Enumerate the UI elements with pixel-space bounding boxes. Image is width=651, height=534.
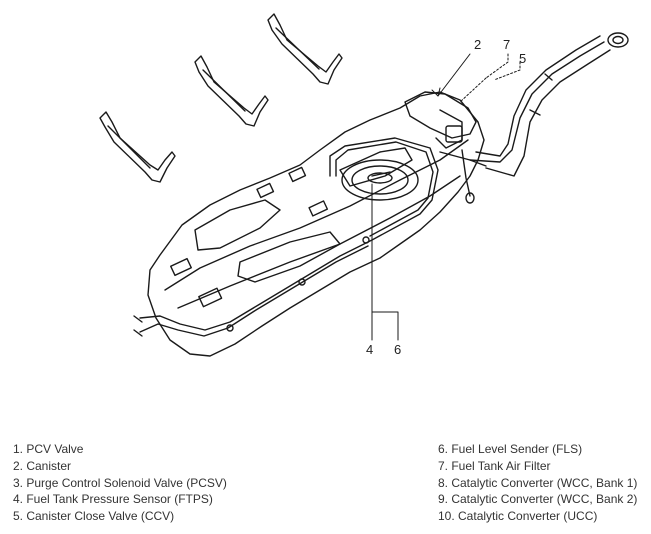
legend-item-4: 4. Fuel Tank Pressure Sensor (FTPS) (13, 492, 213, 507)
legend-item-7: 7. Fuel Tank Air Filter (438, 458, 551, 473)
vapor-lines (329, 137, 487, 241)
callout-2: 2 (474, 37, 481, 52)
fuel-lines (133, 236, 373, 337)
legend-item-9: 9. Catalytic Converter (WCC, Bank 2) (438, 492, 638, 507)
legend-item-6: 6. Fuel Level Sender (FLS) (438, 442, 583, 456)
legend-right: 6. Fuel Level Sender (FLS) 7. Fuel Tank … (438, 441, 637, 525)
fuel-tank-diagram: 2 7 5 4 6 (99, 13, 629, 357)
fuel-tank-body (147, 91, 485, 357)
canister (404, 91, 477, 149)
callout-6: 6 (394, 342, 401, 357)
legend-left: 1. PCV Valve 2. Canister 3. Purge Contro… (13, 441, 227, 525)
filler-neck (469, 32, 629, 177)
callout-5: 5 (519, 51, 526, 66)
leader-line-5 (493, 61, 521, 81)
tank-strap-2 (194, 55, 269, 127)
leader-line-7 (485, 53, 509, 79)
legend-item-5: 5. Canister Close Valve (CCV) (13, 509, 175, 524)
legend-item-1: 1. PCV Valve (13, 442, 84, 456)
legend-item-2: 2. Canister (13, 458, 72, 473)
tank-strap-1 (99, 111, 176, 183)
leader-line-6 (371, 311, 399, 341)
legend-item-10: 10. Catalytic Converter (UCC) (438, 509, 598, 524)
fuel-level-sender (341, 159, 419, 201)
leader-line-2 (437, 53, 471, 97)
legend-item-3: 3. Purge Control Solenoid Valve (PCSV) (13, 475, 227, 490)
legend-item-8: 8. Catalytic Converter (WCC, Bank 1) (438, 475, 638, 490)
tank-strap-3 (267, 13, 343, 85)
callout-7: 7 (503, 37, 510, 52)
callout-4: 4 (366, 342, 373, 357)
leader-lines (371, 53, 521, 341)
